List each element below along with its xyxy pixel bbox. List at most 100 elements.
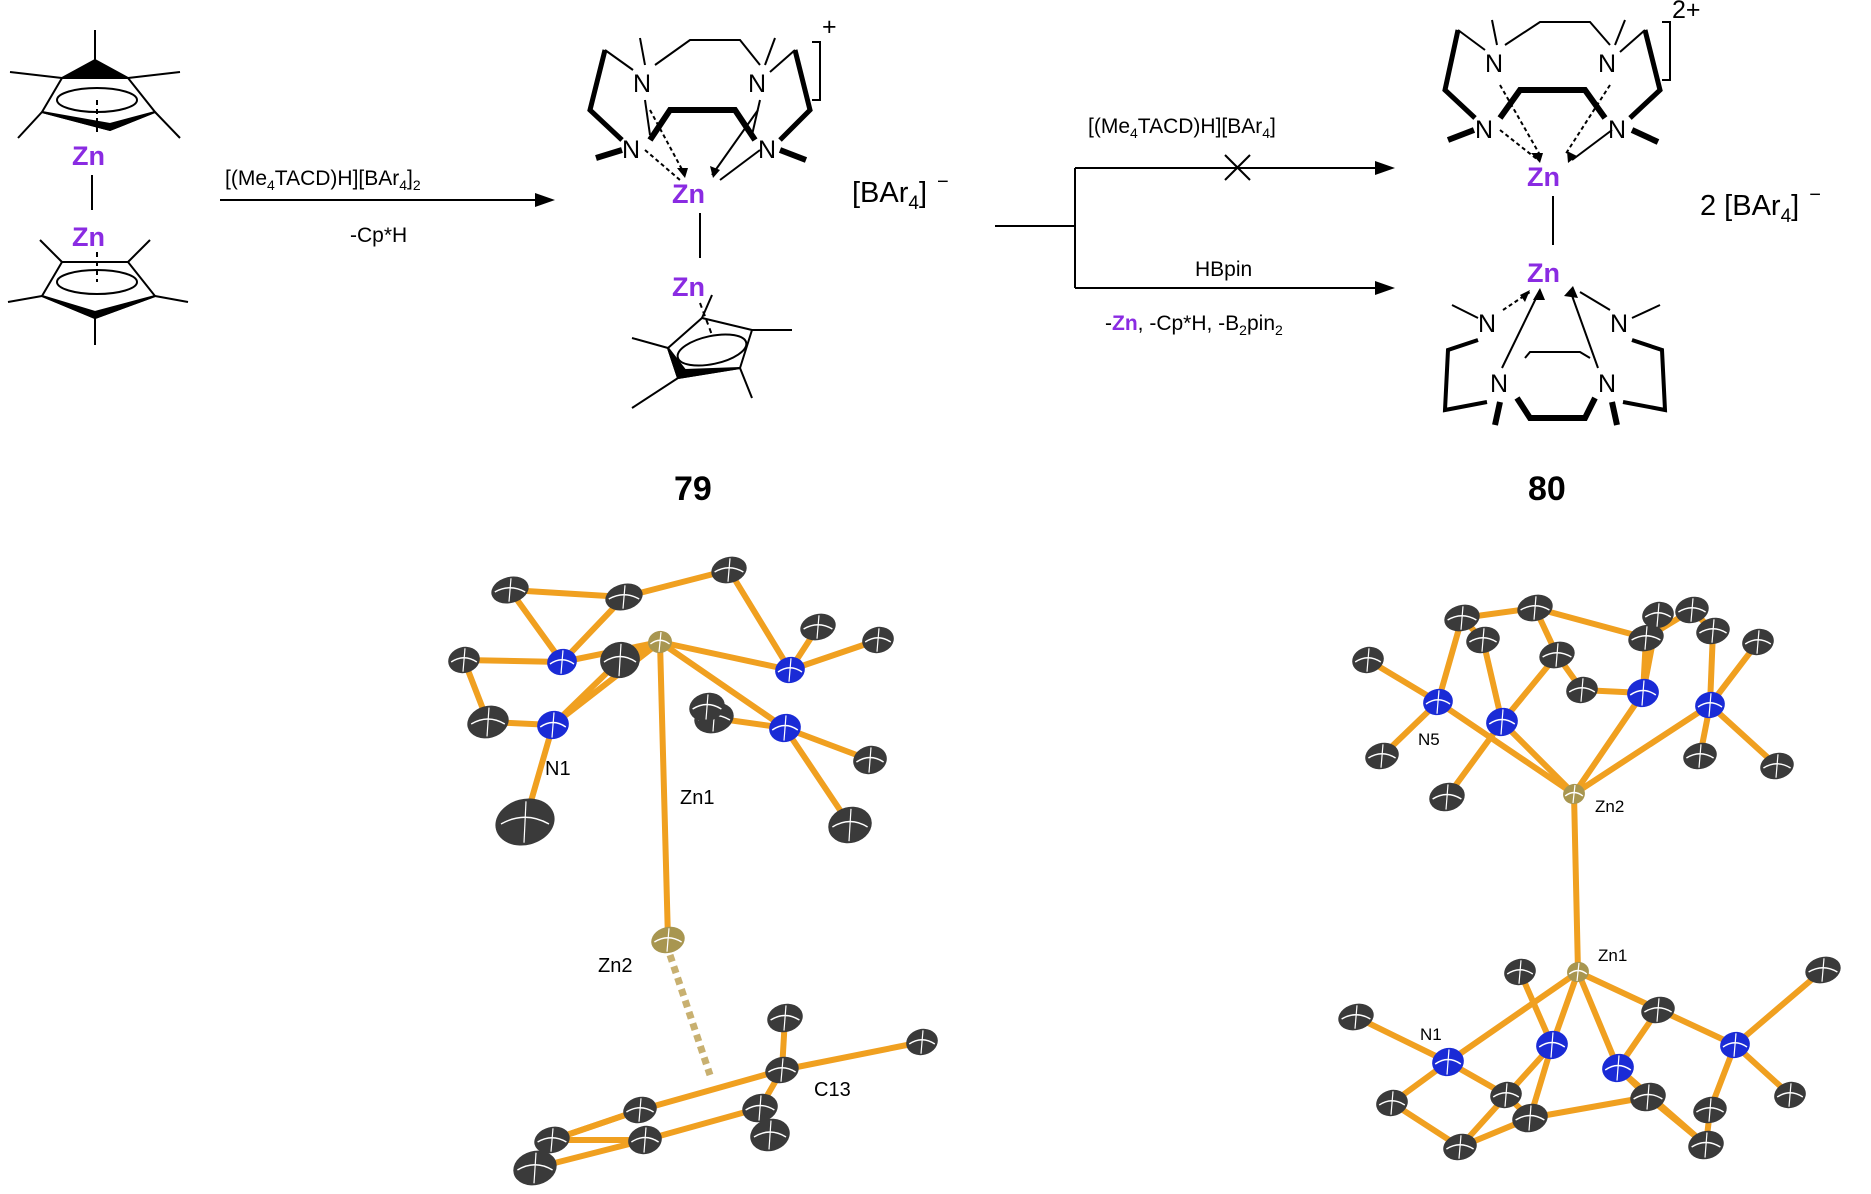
label-n1-79: N1	[545, 758, 571, 780]
svg-text:+: +	[822, 13, 837, 41]
xl-bond	[507, 587, 627, 600]
label-n5-80: N5	[1418, 730, 1440, 749]
label-zn1-79: Zn1	[680, 787, 714, 809]
svg-text:N: N	[1490, 370, 1508, 398]
xr-nitrogen-atom	[1432, 1047, 1464, 1077]
zn-label-80-bottom: Zn	[1527, 258, 1560, 288]
xl-carbon-atom	[534, 1126, 570, 1154]
xl-carbon-atom	[765, 1056, 799, 1084]
xl-zinc-atom	[648, 630, 672, 654]
compound-79-number: 79	[674, 470, 712, 508]
xl-bond	[726, 567, 793, 673]
compound-80: N N N N 2+ Zn Zn N N	[1442, 0, 1701, 508]
xl-carbon-atom	[628, 1125, 662, 1155]
label-zn2-79: Zn2	[598, 955, 632, 977]
cp-star-ring-79	[631, 294, 792, 409]
xr-carbon-atom	[1675, 596, 1709, 624]
tacd-ligand-80-bottom: N N N N	[1442, 286, 1668, 426]
xr-carbon-atom	[1805, 956, 1841, 984]
xl-carbon-atom	[711, 556, 747, 584]
zn-label-top: Zn	[72, 141, 105, 171]
xr-carbon-atom	[1338, 1003, 1374, 1031]
xr-bond	[1571, 702, 1713, 797]
crystal-structure-80: N5 Zn2 Zn1 N1	[1338, 594, 1841, 1161]
xr-zinc-atom	[1563, 783, 1585, 805]
xr-bond	[1571, 791, 1581, 975]
xr-carbon-atom	[1693, 1096, 1727, 1124]
xr-nitrogen-atom	[1720, 1031, 1750, 1059]
xl-nitrogen-atom	[769, 713, 801, 743]
xr-carbon-atom	[1696, 617, 1730, 645]
xl-bond	[637, 1067, 785, 1113]
label-zn2-80: Zn2	[1595, 797, 1624, 816]
xr-bond	[1571, 690, 1646, 797]
anion-79: [BAr4]−	[852, 171, 949, 214]
xl-nitrogen-atom	[547, 648, 577, 676]
xr-carbon-atom	[1443, 1133, 1477, 1161]
xr-bond	[1499, 719, 1577, 797]
xr-carbon-atom	[1642, 601, 1674, 629]
xr-carbon-atom	[1517, 594, 1553, 622]
xr-carbon-atom	[1683, 742, 1717, 770]
xr-carbon-atom	[1742, 628, 1774, 656]
svg-text:N: N	[758, 136, 776, 164]
xl-bond	[782, 725, 853, 828]
label-zn1-80: Zn1	[1598, 946, 1627, 965]
bonds-79	[461, 567, 925, 1171]
xr-bond	[1527, 1094, 1651, 1121]
zn-label-bottom: Zn	[72, 222, 105, 252]
xr-bond	[1435, 615, 1465, 705]
xl-carbon-atom	[742, 1093, 778, 1123]
xr-bond	[1353, 1014, 1451, 1065]
xr-bond	[1615, 1065, 1709, 1148]
xr-carbon-atom	[1352, 646, 1384, 674]
xl-carbon-atom	[689, 692, 725, 722]
xl-bond	[657, 639, 793, 673]
svg-text:N: N	[1608, 116, 1626, 144]
xr-nitrogen-atom	[1486, 707, 1518, 737]
branched-arrow	[995, 154, 1395, 295]
xl-carbon-atom	[623, 1096, 657, 1124]
atoms-79	[448, 556, 938, 1186]
xl-carbon-atom	[491, 576, 529, 604]
xr-bond	[1445, 969, 1581, 1065]
xr-bond	[1707, 702, 1780, 769]
label-n1-80: N1	[1420, 1025, 1442, 1044]
xr-nitrogen-atom	[1695, 691, 1725, 719]
xl-carbon-atom	[448, 646, 480, 674]
xl-bond	[642, 1105, 763, 1143]
xr-carbon-atom	[1760, 752, 1794, 780]
zn-label-80-top: Zn	[1527, 162, 1560, 192]
svg-text:N: N	[1485, 50, 1503, 78]
byproduct-cpstar-h: -Cp*H	[350, 224, 407, 247]
xr-carbon-atom	[1688, 1130, 1724, 1160]
xl-carbon-atom	[906, 1028, 938, 1056]
xr-bond	[1732, 967, 1826, 1048]
svg-text:N: N	[1475, 116, 1493, 144]
xl-bond	[507, 587, 565, 665]
reagent-hbpin: HBpin	[1195, 258, 1252, 281]
xl-bond	[657, 639, 788, 731]
zn-label-79-bottom: Zn	[672, 272, 705, 302]
xl-bond	[461, 657, 565, 665]
xr-carbon-atom	[1444, 604, 1480, 632]
atoms-80	[1338, 594, 1841, 1161]
xr-carbon-atom	[1365, 742, 1399, 770]
decamethyldizincocene: Zn Zn	[7, 30, 189, 345]
tacd-ligand-79: N N N N +	[587, 13, 837, 181]
xl-carbon-atom	[800, 613, 836, 641]
reagent-tacd-bar4-branch: [(Me4TACD)H][BAr4]	[1088, 115, 1276, 141]
xr-carbon-atom	[1512, 1103, 1548, 1133]
svg-text:N: N	[1598, 50, 1616, 78]
xr-bond	[1480, 637, 1505, 725]
svg-text:N: N	[748, 70, 766, 98]
svg-text:N: N	[1478, 310, 1496, 338]
cp-star-ring-bottom	[7, 239, 189, 345]
xr-carbon-atom	[1628, 624, 1664, 652]
xl-carbon-atom	[750, 1118, 790, 1152]
xl-nitrogen-atom	[775, 656, 805, 684]
reagent-tacd-bar4-2: [(Me4TACD)H][BAr4]2	[225, 167, 421, 193]
xl-carbon-atom	[600, 641, 640, 679]
xr-bond	[1532, 605, 1649, 641]
